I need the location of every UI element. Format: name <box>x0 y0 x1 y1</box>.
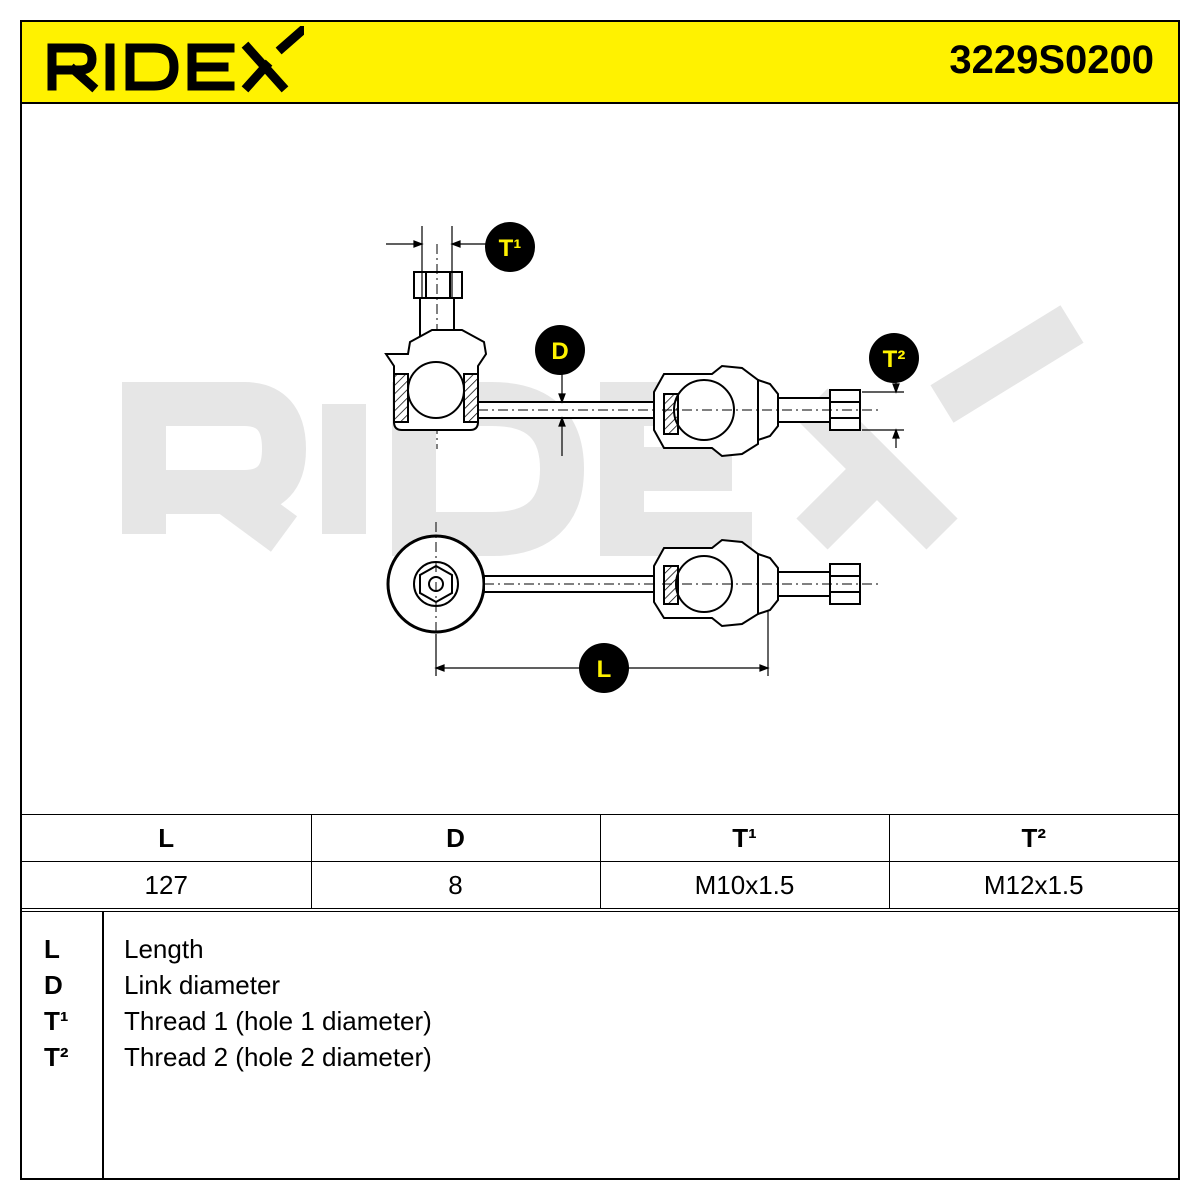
legend: L Length D Link diameter T¹ Thread 1 (ho… <box>22 911 1178 1179</box>
brand-logo <box>44 26 304 98</box>
legend-description: Thread 1 (hole 1 diameter) <box>124 1006 432 1036</box>
legend-description: Length <box>124 934 204 964</box>
callout-l: L <box>579 643 629 693</box>
legend-item: L Length <box>22 930 1178 966</box>
legend-symbol: D <box>44 970 63 1000</box>
callout-d: D <box>535 325 585 375</box>
datasheet: 3229S0200 <box>20 20 1180 1180</box>
legend-item: T² Thread 2 (hole 2 diameter) <box>22 1038 1178 1074</box>
specs-table: L D T¹ T² 127 8 M10x1.5 M12x1.5 <box>22 814 1178 909</box>
legend-item: D Link diameter <box>22 966 1178 1002</box>
spec-header-l: L <box>22 814 312 862</box>
callout-t2: T² <box>869 333 919 383</box>
legend-divider <box>102 912 104 1179</box>
legend-symbol: T¹ <box>44 1006 69 1036</box>
legend-symbol: L <box>44 934 60 964</box>
bottom-view-link <box>386 522 882 664</box>
header-bar: 3229S0200 <box>22 22 1178 104</box>
spec-value-l: 127 <box>22 861 312 909</box>
legend-symbol: T² <box>44 1042 69 1072</box>
legend-description: Link diameter <box>124 970 281 1000</box>
top-view-link <box>384 244 882 458</box>
svg-text:T²: T² <box>883 346 906 373</box>
spec-value-t1: M10x1.5 <box>599 861 890 909</box>
spec-value-d: 8 <box>310 861 601 909</box>
legend-item: T¹ Thread 1 (hole 1 diameter) <box>22 1002 1178 1038</box>
svg-text:L: L <box>597 656 612 683</box>
svg-text:T¹: T¹ <box>499 235 522 262</box>
callout-t1: T¹ <box>485 222 535 272</box>
svg-text:D: D <box>551 338 568 365</box>
specs-header-row: L D T¹ T² <box>22 814 1178 862</box>
spec-header-t2: T² <box>888 814 1178 862</box>
technical-drawing: T¹ D T² L <box>22 104 1178 814</box>
spec-header-d: D <box>310 814 601 862</box>
part-number: 3229S0200 <box>949 38 1154 82</box>
spec-header-t1: T¹ <box>599 814 890 862</box>
spec-value-t2: M12x1.5 <box>888 861 1178 909</box>
watermark-logo <box>122 305 1084 556</box>
legend-description: Thread 2 (hole 2 diameter) <box>124 1042 432 1072</box>
dimension-lines <box>386 226 904 676</box>
specs-value-row: 127 8 M10x1.5 M12x1.5 <box>22 861 1178 909</box>
